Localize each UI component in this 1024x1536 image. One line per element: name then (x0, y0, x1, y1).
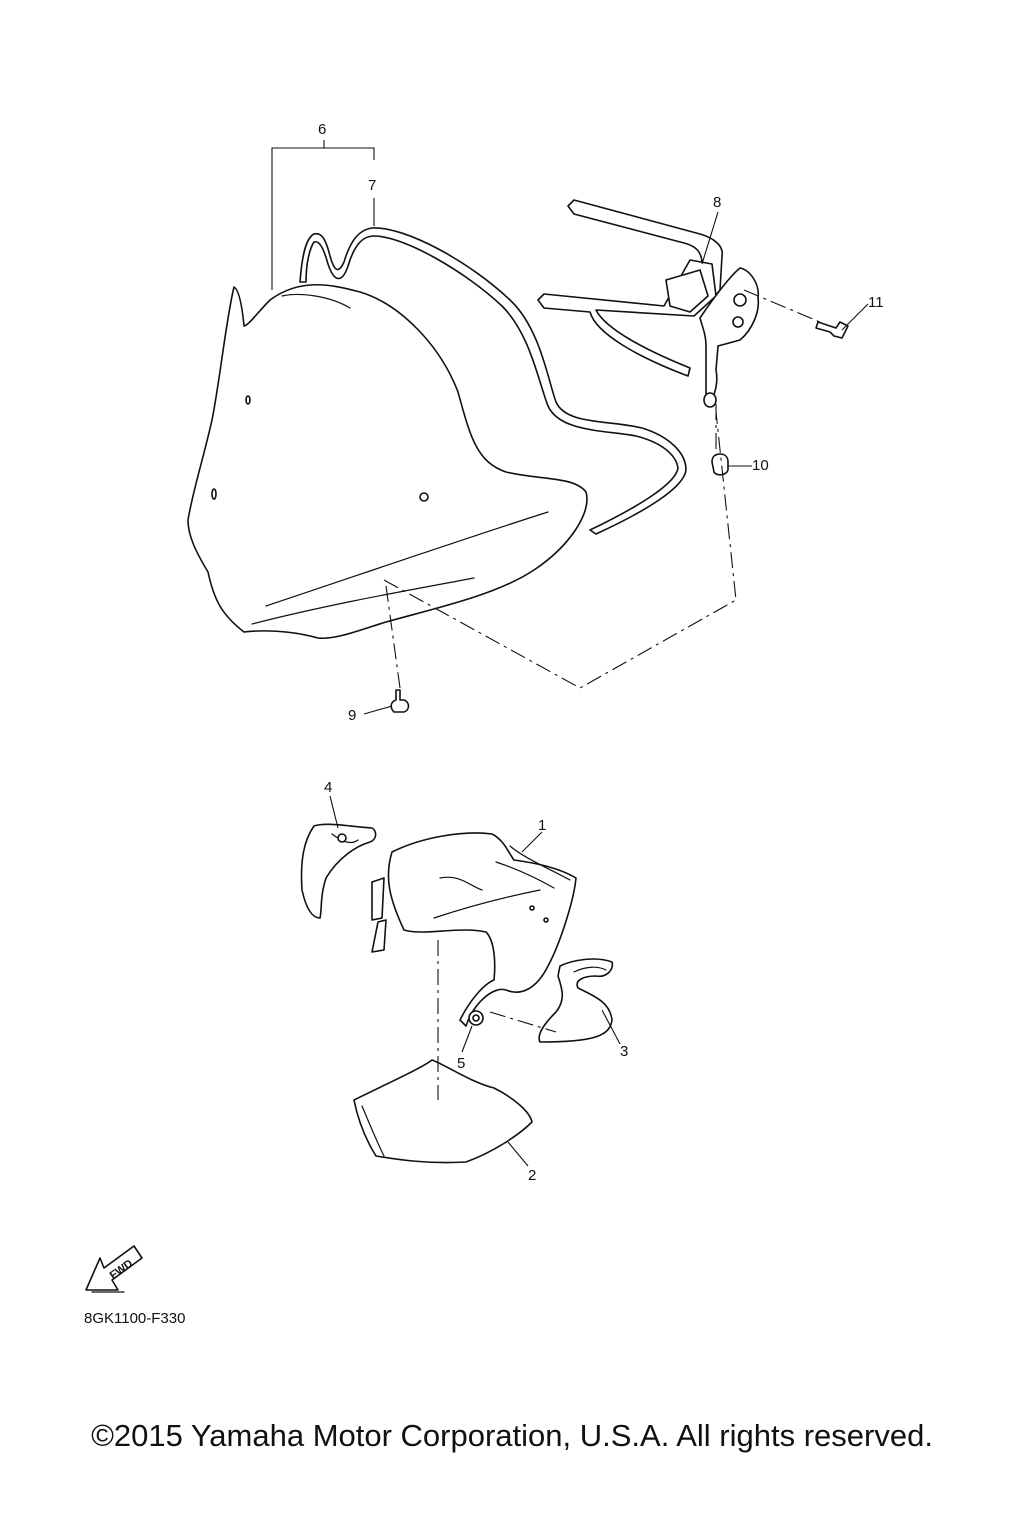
copyright-notice: ©2015 Yamaha Motor Corporation, U.S.A. A… (91, 1418, 933, 1453)
callout-6: 6 (318, 121, 326, 138)
part-2-panel (353, 1059, 533, 1164)
callout-3: 3 (620, 1043, 628, 1060)
part-11-bolt (815, 321, 849, 339)
part-7-screen-trim (299, 227, 687, 535)
callout-labels: 6 7 8 11 10 9 4 1 3 5 2 (318, 121, 884, 1184)
fwd-arrow-icon: FWD (85, 1245, 143, 1293)
callout-11: 11 (868, 294, 884, 311)
part-5-grommet (468, 1010, 484, 1026)
callout-4: 4 (324, 779, 332, 796)
diagram-code: 8GK1100-F330 (84, 1310, 186, 1327)
part-10-nut (711, 453, 729, 476)
part-6-windscreen (187, 283, 588, 640)
callout-5: 5 (457, 1055, 465, 1072)
part-3-side-cover-right (538, 958, 614, 1043)
part-4-side-cover-left (300, 823, 377, 919)
callout-9: 9 (348, 707, 356, 724)
callout-10: 10 (752, 457, 769, 474)
callout-2: 2 (528, 1167, 536, 1184)
part-9-screw (390, 689, 410, 713)
callout-7: 7 (368, 177, 376, 194)
callout-1: 1 (538, 817, 546, 834)
leader-lines (271, 140, 869, 1167)
part-8-stay-bracket (537, 199, 760, 408)
assembly-lines (383, 289, 821, 1100)
part-1-cowling (371, 832, 577, 1027)
callout-8: 8 (713, 194, 721, 211)
